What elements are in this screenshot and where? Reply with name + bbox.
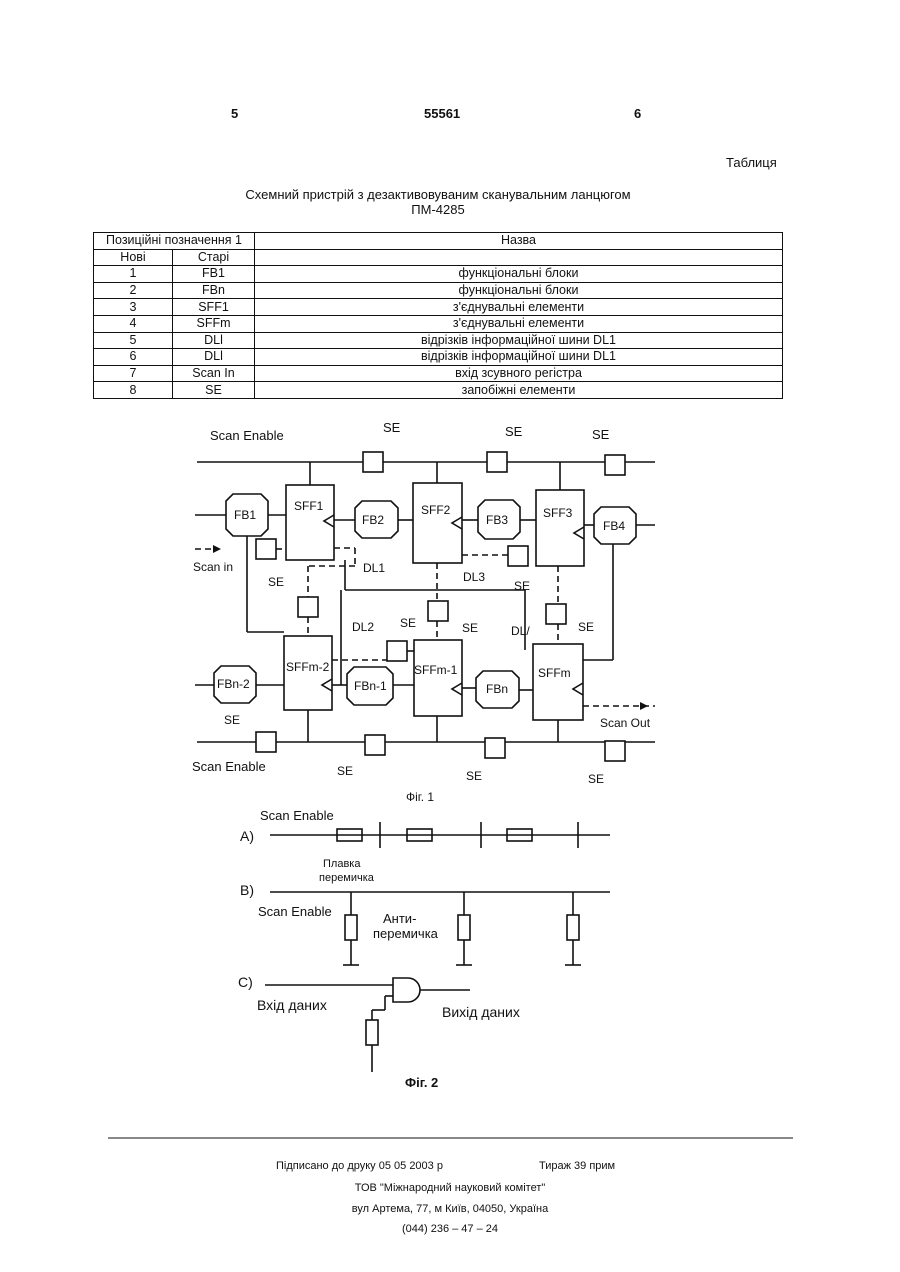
fig2-fuse-line1: Плавка [323, 858, 360, 870]
fig1-se-label: SE [505, 424, 522, 439]
fig1-se-label: SE [383, 420, 400, 435]
fig1-sffm2: SFFm-2 [286, 660, 329, 674]
fig2-caption: Фіг. 2 [405, 1075, 438, 1090]
footer-signed: Підписано до друку 05 05 2003 р [276, 1160, 443, 1172]
fig1-dl2: DL2 [352, 620, 374, 634]
footer-address: вул Артема, 77, м Київ, 04050, Україна [0, 1203, 900, 1215]
fig2-anti-line2: перемичка [373, 926, 438, 941]
fig1-fb2: FB2 [362, 513, 384, 527]
fig1-fbn2: FBn-2 [217, 677, 250, 691]
fig1-fb3: FB3 [486, 513, 508, 527]
fig1-scan-enable-bottom: Scan Enable [192, 759, 266, 774]
fig1-se-label: SE [224, 713, 240, 727]
fig1-sff1: SFF1 [294, 499, 323, 513]
fig1-se-label: SE [578, 620, 594, 634]
fig1-se-label: SE [592, 427, 609, 442]
fig1-sff2: SFF2 [421, 503, 450, 517]
fig2-anti-line1: Анти- [383, 911, 416, 926]
fig1-se-label: SE [462, 621, 478, 635]
fig1-caption: Фіг. 1 [406, 790, 434, 804]
fig1-dll: DL/ [511, 624, 530, 638]
fig1-sffm: SFFm [538, 666, 571, 680]
footer-phone: (044) 236 – 47 – 24 [0, 1223, 900, 1235]
fig1-scan-out: Scan Out [600, 716, 650, 730]
fig2-fuse-line2: перемичка [319, 872, 374, 884]
fig1-dl3: DL3 [463, 570, 485, 584]
fig2-label-c: C) [238, 974, 253, 990]
footer-print-run: Тираж 39 прим [539, 1160, 615, 1172]
fig1-sff3: SFF3 [543, 506, 572, 520]
fig1-fb1: FB1 [234, 508, 256, 522]
fig2-data-out: Вихід даних [442, 1004, 520, 1020]
fig2-label-b: B) [240, 882, 254, 898]
fig2-scan-enable-b: Scan Enable [258, 904, 332, 919]
fig1-se-label: SE [400, 616, 416, 630]
fig2-scan-enable-a: Scan Enable [260, 808, 334, 823]
fig1-se-label: SE [514, 579, 530, 593]
fig1-se-label: SE [466, 769, 482, 783]
fig1-se-label: SE [337, 764, 353, 778]
fig1-fb4: FB4 [603, 519, 625, 533]
footer-org: ТОВ "Міжнародний науковий комітет" [0, 1182, 900, 1194]
fig2-label-a: A) [240, 828, 254, 844]
fig1-fbn: FBn [486, 682, 508, 696]
fig1-dl1: DL1 [363, 561, 385, 575]
fig1-se-label: SE [268, 575, 284, 589]
fig1-se-label: SE [588, 772, 604, 786]
fig2-data-in: Вхід даних [257, 997, 327, 1013]
fig1-sffm1: SFFm-1 [414, 663, 457, 677]
fig1-scan-enable-top: Scan Enable [210, 428, 284, 443]
fig1-scan-in: Scan in [193, 560, 233, 574]
fig1-fbn1: FBn-1 [354, 679, 387, 693]
